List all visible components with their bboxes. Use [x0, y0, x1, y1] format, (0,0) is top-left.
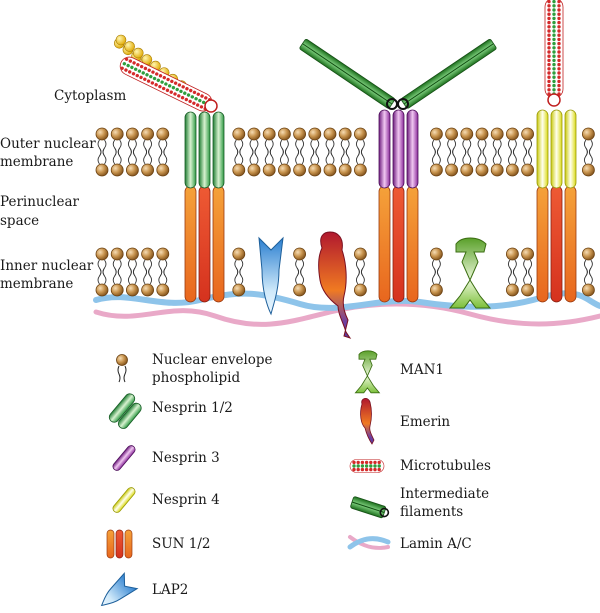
- phospholipid: [506, 127, 519, 177]
- phospholipid: [582, 247, 595, 297]
- outer-membrane-label-line2: membrane: [0, 154, 73, 170]
- phospholipid: [232, 127, 246, 177]
- phospholipid: [490, 127, 504, 177]
- inner-membrane-label-line1: Inner nuclear: [0, 258, 94, 274]
- phospholipid: [506, 247, 519, 297]
- phospholipid: [141, 127, 155, 177]
- phospholipid: [277, 127, 291, 177]
- lap2-protein: [258, 236, 284, 316]
- sun12-complex-middle: [378, 185, 419, 303]
- legend-microtubules: Microtubules: [400, 458, 491, 474]
- phospholipid: [125, 127, 139, 177]
- phospholipid: [293, 247, 307, 297]
- legend-intermediate-line1: Intermediate: [400, 486, 489, 502]
- nesprin12-icon: [108, 393, 142, 429]
- nesprin4-complex: [536, 109, 577, 189]
- man1-protein: [448, 237, 492, 309]
- legend-nesprin4: Nesprin 4: [152, 492, 220, 508]
- phospholipid: [521, 247, 534, 297]
- sun12-complex-right: [536, 185, 577, 303]
- intermediate-filament-icon: [350, 496, 390, 519]
- legend-emerin: Emerin: [400, 414, 450, 430]
- phospholipid: [95, 247, 109, 297]
- phospholipid-icon: [116, 354, 128, 383]
- phospholipid: [445, 127, 459, 177]
- nesprin3-icon: [112, 445, 136, 471]
- lamin-icon: [347, 535, 391, 550]
- legend: Nuclear envelope phospholipid Nesprin 1/…: [100, 350, 491, 607]
- phospholipid: [429, 247, 443, 297]
- cytoplasm-label: Cytoplasm: [54, 88, 126, 104]
- phospholipid: [429, 127, 443, 177]
- phospholipid: [521, 127, 534, 177]
- inner-membrane-bilayer: [95, 247, 595, 297]
- intermediate-filament-right: [401, 39, 497, 109]
- phospholipid: [232, 247, 246, 297]
- microtubule-right: [544, 0, 564, 99]
- phospholipid: [460, 127, 474, 177]
- phospholipid: [582, 127, 595, 177]
- legend-man1: MAN1: [400, 362, 444, 378]
- intermediate-filament-knot: [386, 98, 409, 110]
- legend-lamin: Lamin A/C: [400, 536, 472, 552]
- man1-icon: [354, 350, 381, 394]
- nesprin4-icon: [112, 487, 136, 513]
- phospholipid: [262, 127, 276, 177]
- microtubule-left: [119, 56, 213, 112]
- perinuclear-label-line1: Perinuclear: [0, 194, 80, 210]
- phospholipid: [247, 127, 261, 177]
- perinuclear-label-line2: space: [0, 213, 39, 229]
- region-labels: Cytoplasm Outer nuclear membrane Perinuc…: [0, 88, 126, 292]
- emerin-icon: [360, 398, 375, 445]
- legend-lap2: LAP2: [152, 582, 188, 598]
- phospholipid: [475, 127, 489, 177]
- outer-membrane-bilayer: [95, 127, 595, 177]
- outer-membrane-label-line1: Outer nuclear: [0, 136, 96, 152]
- nesprin3-complex: [378, 109, 419, 189]
- phospholipid: [293, 127, 307, 177]
- phospholipid: [353, 127, 367, 177]
- phospholipid: [156, 247, 170, 297]
- phospholipid: [110, 127, 124, 177]
- phospholipid: [125, 247, 139, 297]
- microtubule-icon: [349, 459, 385, 473]
- phospholipid: [308, 127, 322, 177]
- legend-phospholipid-line1: Nuclear envelope: [152, 352, 273, 368]
- lap2-icon: [100, 572, 139, 607]
- phospholipid: [141, 247, 155, 297]
- intermediate-filament-left: [299, 39, 395, 109]
- nesprin12-complex: [184, 111, 225, 189]
- phospholipid: [353, 247, 367, 297]
- legend-sun12: SUN 1/2: [152, 536, 210, 552]
- inner-membrane-label-line2: membrane: [0, 276, 73, 292]
- phospholipid: [95, 127, 109, 177]
- phospholipid: [338, 127, 352, 177]
- legend-nesprin3: Nesprin 3: [152, 450, 220, 466]
- sun12-icon: [106, 529, 133, 559]
- phospholipid: [110, 247, 124, 297]
- legend-phospholipid-line2: phospholipid: [152, 370, 240, 386]
- legend-intermediate-line2: filaments: [400, 504, 463, 520]
- sun12-complex-left: [184, 185, 225, 303]
- phospholipid: [323, 127, 337, 177]
- emerin-protein: [318, 231, 352, 339]
- legend-nesprin12: Nesprin 1/2: [152, 400, 233, 416]
- phospholipid: [156, 127, 170, 177]
- lamin-pink-strand: [93, 301, 600, 327]
